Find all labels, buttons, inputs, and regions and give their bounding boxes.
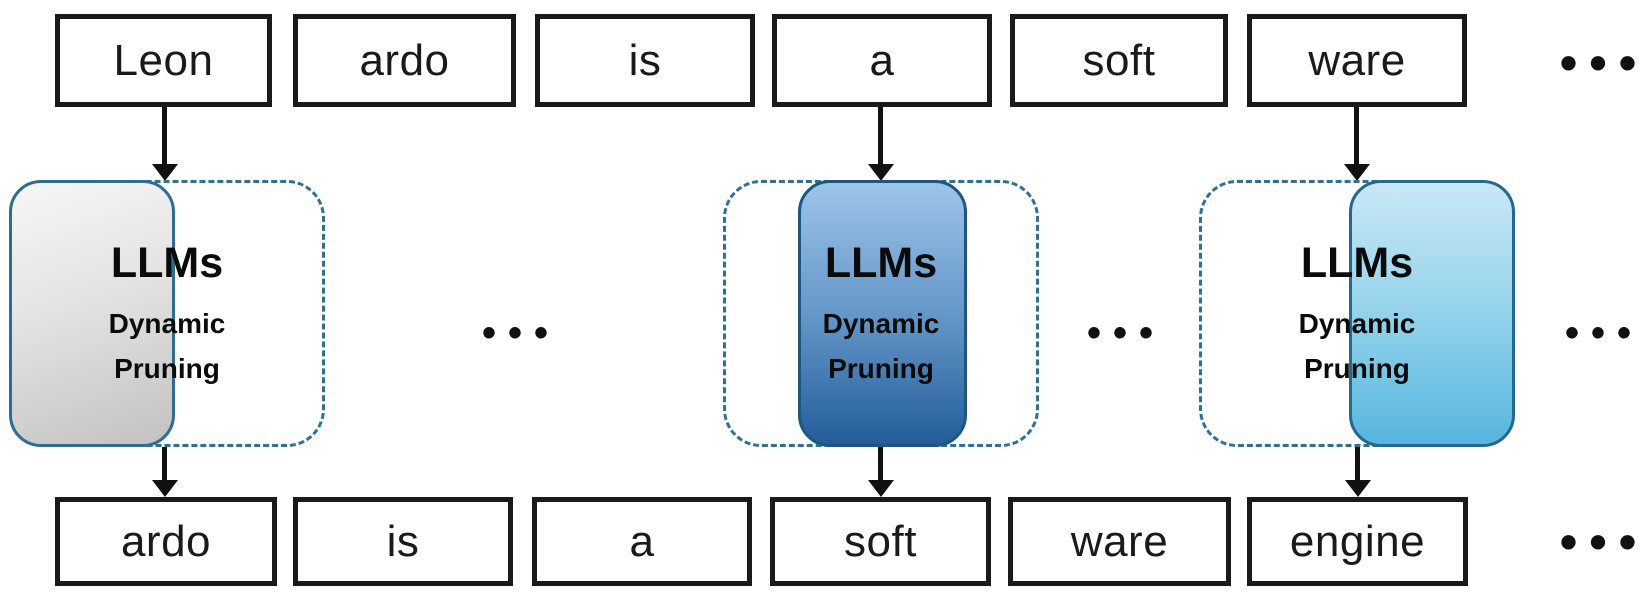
llm-subtitle-line2: Pruning bbox=[828, 353, 934, 384]
arrow-head bbox=[868, 480, 894, 497]
input-token-label: soft bbox=[1082, 35, 1156, 85]
llm-active-region-center bbox=[798, 180, 967, 447]
arrow-head bbox=[868, 164, 894, 181]
input-token-box-3: is bbox=[535, 14, 755, 107]
output-token-label: ware bbox=[1070, 516, 1169, 566]
ellipsis-bottom-right: ••• bbox=[1559, 514, 1645, 570]
llm-subtitle-line1: Dynamic bbox=[822, 308, 940, 339]
llm-block-1: LLMs Dynamic Pruning bbox=[9, 180, 325, 447]
arrow-stem bbox=[878, 107, 883, 164]
arrow-head bbox=[152, 164, 178, 181]
output-token-box-6: engine bbox=[1247, 497, 1468, 586]
ellipsis-top-right: ••• bbox=[1559, 35, 1645, 91]
output-token-label: engine bbox=[1289, 516, 1426, 566]
arrow-stem bbox=[162, 107, 167, 164]
llm-block-text: LLMs Dynamic Pruning bbox=[9, 238, 325, 391]
ellipsis-mid-1: ••• bbox=[481, 311, 560, 355]
arrow-stem bbox=[162, 447, 167, 480]
arrow-down-icon bbox=[868, 107, 894, 181]
output-token-box-5: ware bbox=[1008, 497, 1231, 586]
output-token-label: ardo bbox=[120, 516, 212, 566]
input-token-box-6: ware bbox=[1247, 14, 1467, 107]
input-token-label: is bbox=[628, 35, 662, 85]
ellipsis-mid-2: ••• bbox=[1086, 311, 1165, 355]
llm-title: LLMs bbox=[1300, 239, 1414, 287]
input-token-box-5: soft bbox=[1010, 14, 1228, 107]
arrow-down-icon bbox=[1345, 447, 1371, 497]
llm-subtitle-line2: Pruning bbox=[1304, 353, 1410, 384]
input-token-box-2: ardo bbox=[293, 14, 516, 107]
arrow-head bbox=[152, 480, 178, 497]
arrow-head bbox=[1345, 480, 1371, 497]
llm-active-region-right bbox=[1349, 180, 1515, 447]
arrow-stem bbox=[878, 447, 883, 480]
input-token-label: a bbox=[869, 35, 895, 85]
llm-title: LLMs bbox=[110, 239, 224, 287]
input-token-label: ardo bbox=[359, 35, 450, 85]
output-token-box-1: ardo bbox=[55, 497, 277, 586]
arrow-down-icon bbox=[1344, 107, 1370, 181]
llm-block-text: LLMs Dynamic Pruning bbox=[1199, 238, 1515, 391]
output-token-box-4: soft bbox=[770, 497, 991, 586]
input-token-box-4: a bbox=[772, 14, 992, 107]
llm-subtitle-line1: Dynamic bbox=[108, 308, 226, 339]
output-token-box-2: is bbox=[293, 497, 513, 586]
output-token-box-3: a bbox=[532, 497, 752, 586]
output-token-label: soft bbox=[844, 516, 917, 566]
llm-block-2: LLMs Dynamic Pruning bbox=[723, 180, 1039, 447]
arrow-down-icon bbox=[868, 447, 894, 497]
arrow-stem bbox=[1355, 447, 1360, 480]
llm-subtitle-line2: Pruning bbox=[114, 353, 220, 384]
arrow-down-icon bbox=[152, 447, 178, 497]
arrow-head bbox=[1344, 164, 1370, 181]
ellipsis-mid-3: ••• bbox=[1564, 311, 1643, 355]
llm-title: LLMs bbox=[824, 239, 938, 287]
input-token-label: Leon bbox=[113, 35, 214, 85]
output-token-label: a bbox=[629, 516, 655, 566]
input-token-label: ware bbox=[1308, 35, 1406, 85]
llm-active-region-left bbox=[9, 180, 175, 447]
llm-block-3: LLMs Dynamic Pruning bbox=[1199, 180, 1515, 447]
input-token-box-1: Leon bbox=[55, 14, 272, 107]
output-token-label: is bbox=[386, 516, 420, 566]
arrow-down-icon bbox=[152, 107, 178, 181]
llm-subtitle-line1: Dynamic bbox=[1298, 308, 1416, 339]
arrow-stem bbox=[1354, 107, 1359, 164]
llm-block-text: LLMs Dynamic Pruning bbox=[723, 238, 1039, 391]
